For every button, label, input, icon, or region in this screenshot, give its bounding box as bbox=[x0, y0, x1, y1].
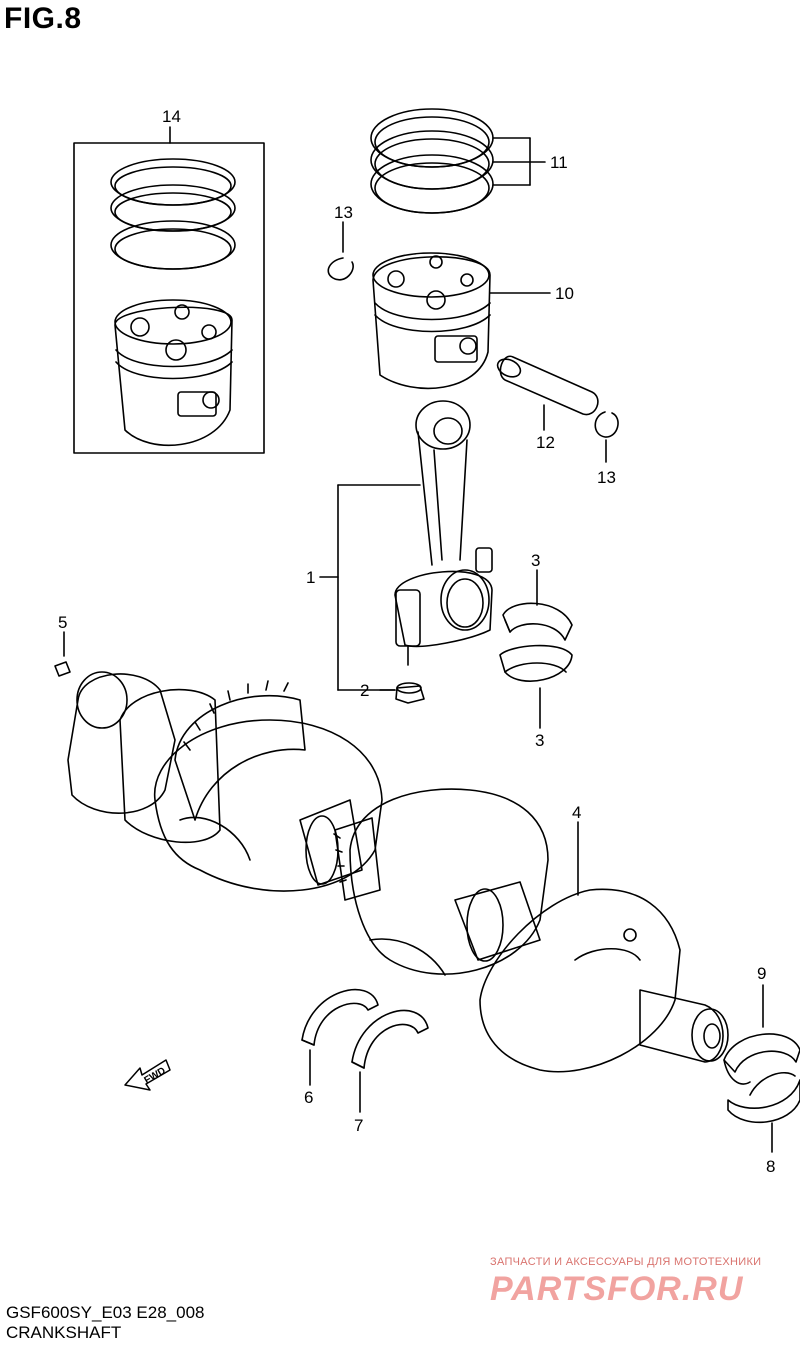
piston[interactable] bbox=[372, 252, 551, 390]
kit-piston bbox=[114, 299, 233, 447]
dowel-pin[interactable] bbox=[54, 631, 71, 677]
figure-title: FIG.8 bbox=[4, 2, 82, 35]
callout-4: 4 bbox=[572, 803, 581, 822]
kit-piston-rings bbox=[110, 158, 236, 270]
connecting-rod-nut[interactable] bbox=[337, 682, 425, 704]
callout-3-lower: 3 bbox=[535, 731, 544, 750]
model-code: GSF600SY_E03 E28_008 bbox=[6, 1303, 205, 1322]
callout-13-upper: 13 bbox=[334, 203, 353, 222]
crankshaft-main-bearing-upper[interactable] bbox=[723, 984, 800, 1085]
callout-3-upper: 3 bbox=[531, 551, 540, 570]
connecting-rod-bearing-lower[interactable] bbox=[499, 644, 573, 729]
connecting-rod[interactable] bbox=[319, 400, 493, 691]
section-name: CRANKSHAFT bbox=[6, 1323, 122, 1342]
fwd-label: FWD bbox=[142, 1066, 167, 1087]
callout-14: 14 bbox=[162, 107, 181, 126]
callout-12: 12 bbox=[536, 433, 555, 452]
callout-10: 10 bbox=[555, 284, 574, 303]
piston-pin-circlip-lower[interactable] bbox=[594, 411, 619, 463]
connecting-rod-bearing-upper[interactable] bbox=[502, 569, 573, 641]
callout-8: 8 bbox=[766, 1157, 775, 1176]
callout-1: 1 bbox=[306, 568, 315, 587]
callout-11: 11 bbox=[550, 153, 568, 172]
watermark-logo: PARTSFOR.RU bbox=[490, 1270, 744, 1308]
callout-7: 7 bbox=[354, 1116, 363, 1135]
crankshaft-thrust-washer-left[interactable] bbox=[301, 988, 379, 1086]
piston-pin-circlip-upper[interactable] bbox=[327, 221, 354, 281]
callout-13-lower: 13 bbox=[597, 468, 616, 487]
crankshaft[interactable] bbox=[67, 671, 729, 1073]
callout-5: 5 bbox=[58, 613, 67, 632]
watermark-tagline: ЗАПЧАСТИ И АКСЕССУАРЫ ДЛЯ МОТОТЕХНИКИ bbox=[490, 1256, 762, 1268]
forward-direction-arrow: FWD bbox=[124, 1059, 171, 1091]
callout-6: 6 bbox=[304, 1088, 313, 1107]
callout-2: 2 bbox=[360, 681, 369, 700]
crankshaft-thrust-washer-right[interactable] bbox=[351, 1009, 429, 1113]
piston-kit-assembly[interactable] bbox=[73, 126, 265, 454]
crankshaft-main-bearing-lower[interactable] bbox=[727, 1071, 800, 1153]
piston-pin[interactable] bbox=[495, 355, 599, 431]
piston-rings-set[interactable] bbox=[370, 108, 546, 214]
callout-9: 9 bbox=[757, 964, 766, 983]
